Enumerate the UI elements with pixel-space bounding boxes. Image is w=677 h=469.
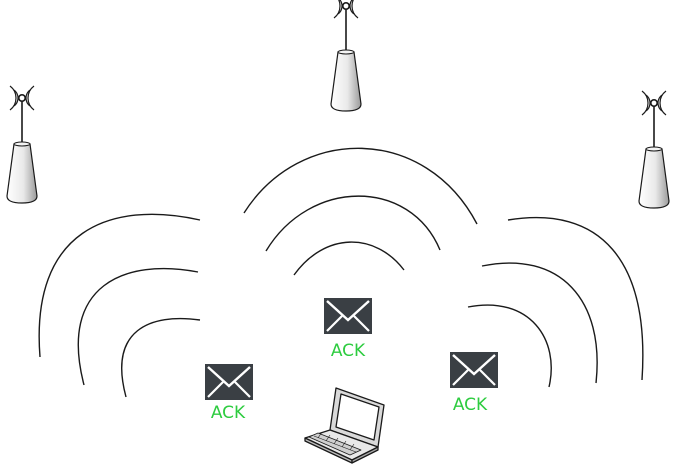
antenna-top xyxy=(330,0,362,112)
ack-label-center: ACK xyxy=(331,341,366,361)
signal-arcs-left xyxy=(38,213,201,398)
signal-arcs-right xyxy=(467,216,644,388)
envelope-icon xyxy=(203,362,255,402)
ack-label-left: ACK xyxy=(211,403,246,423)
antenna-right xyxy=(638,90,670,209)
laptop-icon xyxy=(304,387,385,464)
signal-arcs-center xyxy=(243,147,478,276)
envelope-icon xyxy=(448,350,500,390)
envelope-icon xyxy=(322,296,374,336)
ack-label-right: ACK xyxy=(453,395,488,415)
antenna-left xyxy=(6,85,38,204)
